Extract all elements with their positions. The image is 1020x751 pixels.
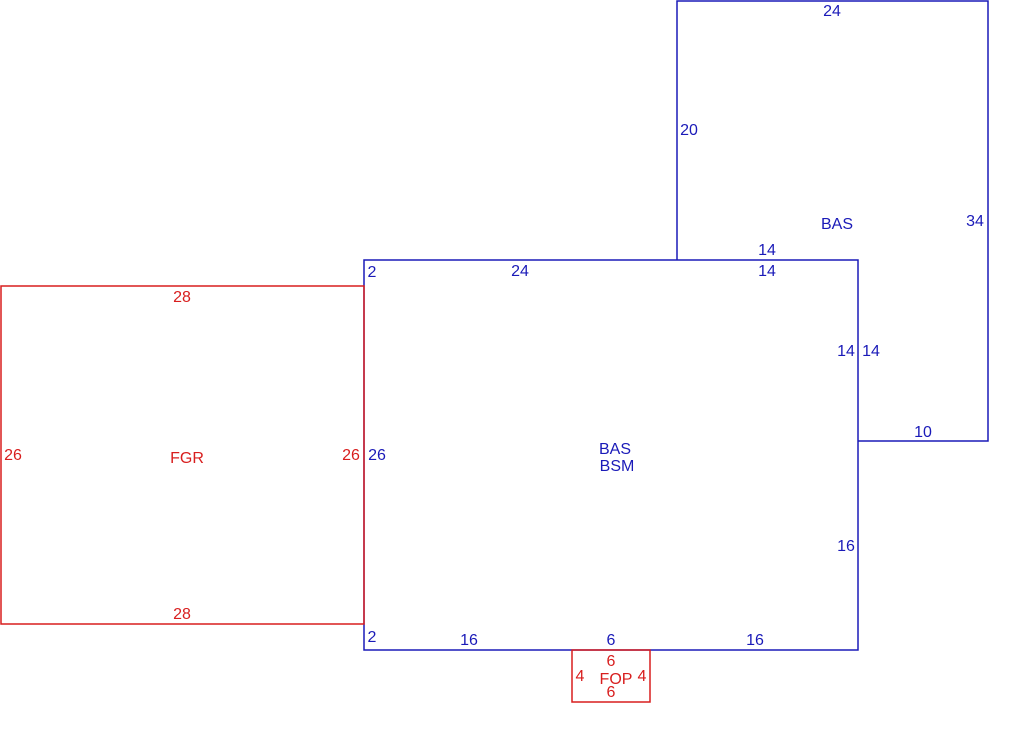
main-dim-left: 26	[368, 447, 386, 464]
garage-outline	[0, 285, 365, 625]
garage-dim-right: 26	[342, 447, 360, 464]
upper-bas-dim-top: 24	[823, 3, 841, 20]
upper-bas-dim-bottom: 10	[914, 424, 932, 441]
garage-dim-bottom: 28	[173, 606, 191, 623]
porch-dim-right: 4	[638, 668, 647, 685]
garage-dim-left: 26	[4, 447, 22, 464]
main-code-bas: BAS	[599, 441, 631, 458]
main-dim-bottom-b: 16	[746, 632, 764, 649]
main-code-bsm: BSM	[600, 458, 635, 475]
porch-dim-left: 4	[576, 668, 585, 685]
upper-bas-code: BAS	[821, 216, 853, 233]
main-dim-bottom-left: 2	[368, 629, 377, 646]
porch-dim-bottom: 6	[607, 684, 616, 701]
porch-code: FOP	[600, 671, 633, 688]
main-dim-top: 24	[511, 263, 529, 280]
main-dim-right-lower: 16	[837, 538, 855, 555]
porch-outline	[571, 649, 651, 703]
porch-dim-top: 6	[607, 653, 616, 670]
main-dim-top-right: 14	[758, 263, 776, 280]
main-dim-right-upper-b: 14	[862, 343, 880, 360]
garage-code: FGR	[170, 450, 204, 467]
main-dim-top-left: 2	[368, 264, 377, 281]
main-dim-bottom-a: 16	[460, 632, 478, 649]
upper-bas-dim-left: 20	[680, 122, 698, 139]
main-dim-bottom-mid: 6	[607, 632, 616, 649]
main-dim-right-upper-a: 14	[837, 343, 855, 360]
upper-bas-outline	[676, 0, 989, 442]
upper-bas-dim-right: 34	[966, 213, 984, 230]
upper-bas-dim-inner-top: 14	[758, 242, 776, 259]
garage-dim-top: 28	[173, 289, 191, 306]
